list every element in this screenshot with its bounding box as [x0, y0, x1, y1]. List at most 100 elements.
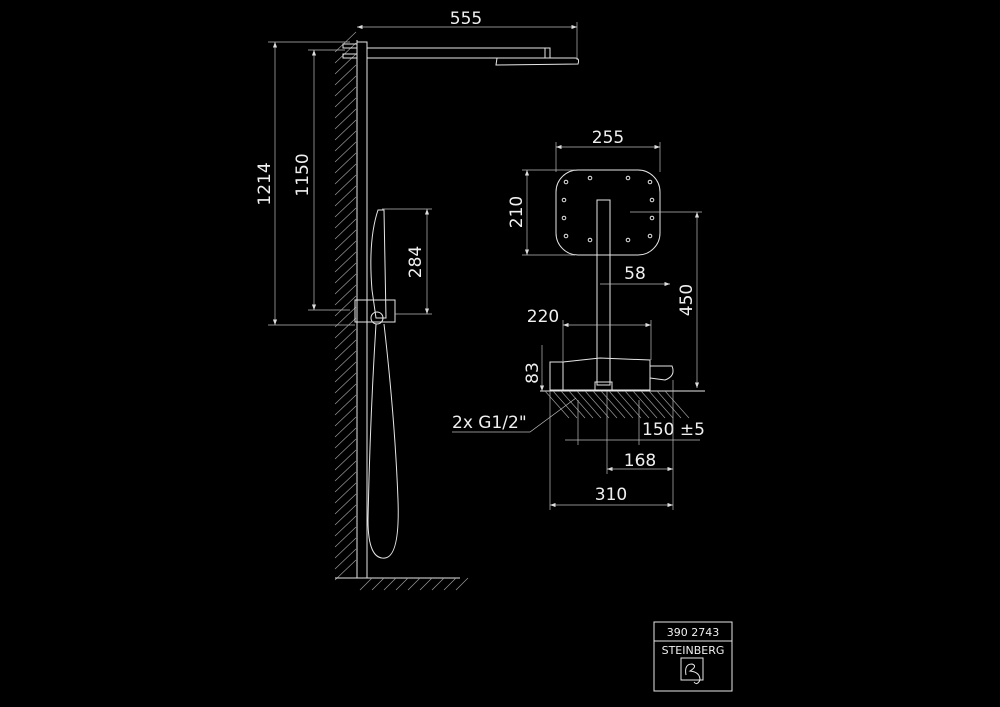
hatch-line: [600, 390, 626, 419]
spout: [649, 365, 674, 381]
hatch-line: [334, 460, 357, 482]
connection-label: 2x G1/2": [452, 413, 527, 433]
dim-284: 284: [406, 246, 426, 278]
dim-210: 210: [507, 196, 527, 228]
nozzle: [563, 179, 569, 185]
hatch-line: [640, 390, 666, 419]
hatch-line: [334, 438, 357, 460]
nozzle: [561, 215, 567, 221]
hatch-line: [334, 240, 357, 262]
hatch-line: [552, 390, 578, 419]
hatch-line: [576, 390, 602, 419]
nozzle: [649, 197, 655, 203]
hatch-line: [395, 577, 409, 591]
hatch-line: [334, 130, 357, 152]
dim-58: 58: [624, 264, 646, 284]
wall-bracket: [342, 43, 358, 49]
hatch-line: [334, 339, 357, 361]
dim-83: 83: [523, 362, 543, 384]
hatch-line: [544, 390, 570, 419]
wall-hatch: [334, 31, 357, 581]
hatch-line: [334, 53, 357, 75]
hatch-line: [334, 284, 357, 306]
nozzle: [587, 175, 593, 181]
hatch-line: [560, 390, 586, 419]
hatch-line: [608, 390, 634, 419]
hatch-line: [443, 577, 457, 591]
nozzle: [625, 175, 631, 181]
dim-555: 555: [450, 9, 482, 29]
hatch-line: [334, 350, 357, 372]
nozzles: [561, 175, 655, 243]
front-view: 255 210 58 450 220 83 2x G1/2" 150 ±5 16…: [452, 128, 705, 510]
hatch-line: [334, 482, 357, 504]
hatch-line: [632, 390, 658, 419]
rain-head-top: [555, 169, 661, 256]
hatch-line: [334, 471, 357, 493]
hatch-line: [334, 108, 357, 130]
hatch-line: [334, 504, 357, 526]
dim-1214: 1214: [255, 162, 275, 205]
hatch-line: [334, 119, 357, 141]
hatch-line: [334, 97, 357, 119]
hose: [367, 323, 399, 559]
title-block: 390 2743 STEINBERG: [653, 621, 733, 692]
hatch-line: [592, 390, 618, 419]
hatch-line: [334, 515, 357, 537]
hatch-line: [334, 163, 357, 185]
hatch-line: [334, 559, 357, 581]
hatch-line: [407, 577, 421, 591]
hatch-line: [419, 577, 433, 591]
hatch-line: [334, 328, 357, 350]
hatch-line: [334, 218, 357, 240]
hatch-line: [334, 394, 357, 416]
hand-shower: [370, 209, 387, 319]
hatch-line: [334, 526, 357, 548]
nozzle: [649, 215, 655, 221]
hatch-line: [334, 493, 357, 515]
hatch-line: [371, 577, 385, 591]
rain-shower-head: [495, 57, 580, 66]
hatch-line: [624, 390, 650, 419]
hatch-line: [334, 295, 357, 317]
nozzle: [647, 233, 653, 239]
hatch-line: [334, 427, 357, 449]
hatch-line: [334, 317, 357, 339]
hatch-line: [334, 196, 357, 218]
hatch-line: [334, 372, 357, 394]
hatch-line: [334, 361, 357, 383]
hatch-line: [334, 449, 357, 471]
dim-168: 168: [624, 451, 656, 471]
hatch-line: [648, 390, 674, 419]
hatch-line: [334, 273, 357, 295]
shower-arm: [366, 47, 551, 59]
hatch-line: [334, 174, 357, 196]
hatch-line: [431, 577, 445, 591]
article-number: 390 2743: [667, 626, 720, 639]
hatch-line: [334, 383, 357, 405]
hatch-line: [455, 577, 469, 591]
dim-310: 310: [595, 485, 627, 505]
dim-220: 220: [527, 307, 559, 327]
hatch-line: [334, 416, 357, 438]
hatch-line: [359, 577, 373, 591]
hatch-line: [383, 577, 397, 591]
nozzle: [563, 233, 569, 239]
dim-150: 150 ±5: [642, 420, 705, 440]
hatch-line: [334, 306, 357, 328]
hatch-line: [568, 390, 594, 419]
hatch-line: [334, 86, 357, 108]
hatch-line: [334, 405, 357, 427]
hatch-line: [334, 207, 357, 229]
hatch-line: [334, 185, 357, 207]
hatch-line: [334, 229, 357, 251]
hatch-line: [334, 152, 357, 174]
hatch-line: [334, 262, 357, 284]
front-pipe: [596, 199, 611, 386]
dim-255: 255: [592, 128, 624, 148]
dim-1150: 1150: [293, 153, 313, 196]
hatch-line: [334, 141, 357, 163]
nozzle: [625, 237, 631, 243]
riser-pipe: [356, 41, 368, 579]
